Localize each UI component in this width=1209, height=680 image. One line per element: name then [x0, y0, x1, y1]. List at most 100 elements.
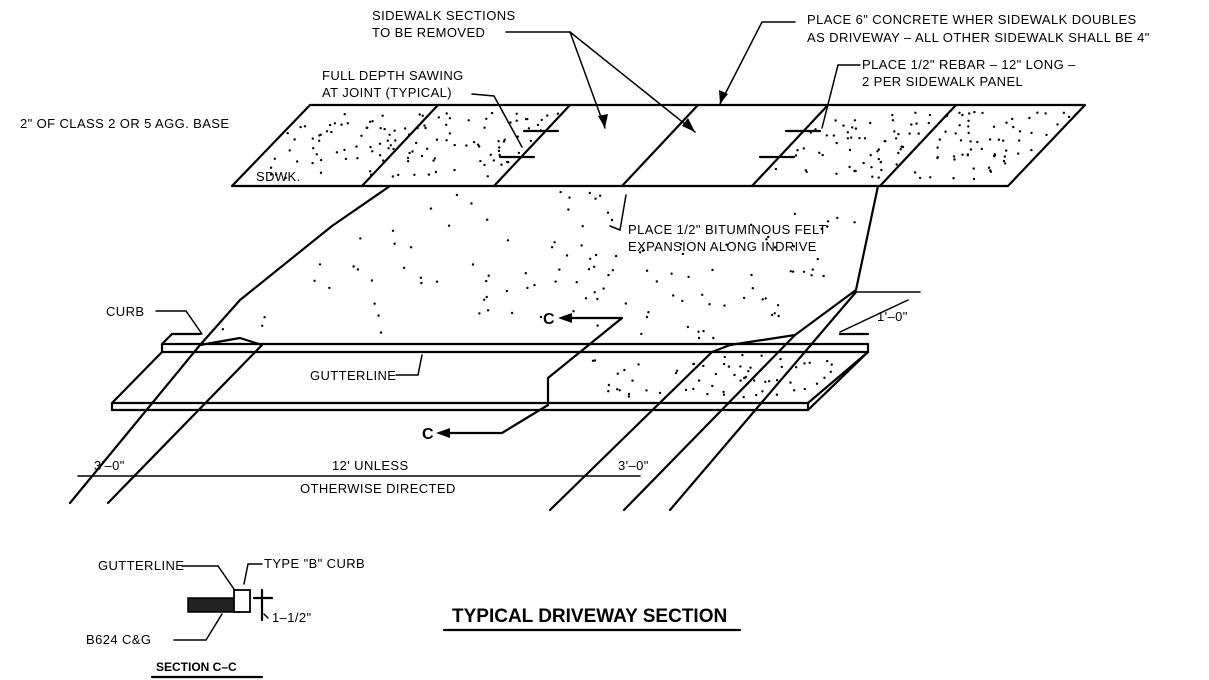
stipple-dot	[319, 171, 323, 174]
stipple-dot	[411, 150, 414, 153]
stipple-dot	[381, 114, 384, 117]
stipple-dot	[325, 130, 329, 133]
stipple-dot	[789, 270, 792, 273]
stipple-dot	[895, 163, 898, 166]
stipple-dot	[318, 263, 322, 266]
stipple-dot	[539, 315, 543, 319]
stipple-dot	[509, 121, 512, 124]
stipple-dot	[780, 365, 783, 369]
stipple-dot	[393, 129, 396, 132]
stipple-dot	[483, 163, 486, 167]
stipple-dot	[796, 149, 799, 152]
stipple-dot	[701, 293, 704, 296]
stipple-dot	[791, 270, 795, 273]
label-curb: CURB	[106, 304, 144, 319]
stipple-dot	[753, 379, 756, 382]
stipple-dot	[377, 314, 380, 317]
label-dim-12-1: 12' UNLESS	[332, 458, 409, 473]
label-dim-3ft-left: 3'–0"	[94, 458, 125, 473]
stipple-dot	[936, 156, 939, 159]
stipple-dot	[413, 173, 416, 176]
stipple-dot	[764, 380, 767, 383]
stipple-dot	[467, 119, 470, 122]
stipple-dot	[846, 137, 850, 140]
stipple-dot	[424, 126, 427, 130]
stipple-dot	[455, 193, 459, 197]
stipple-dot	[645, 269, 649, 272]
stipple-dot	[725, 243, 728, 246]
stipple-dot	[407, 133, 411, 136]
stipple-dot	[802, 147, 805, 150]
stipple-dot	[619, 318, 622, 321]
stipple-dot	[288, 149, 291, 152]
stipple-dot	[869, 121, 872, 125]
stipple-dot	[706, 392, 709, 396]
stipple-dot	[409, 246, 413, 249]
stipple-dot	[959, 139, 963, 142]
stipple-dot	[505, 289, 509, 293]
stipple-dot	[497, 149, 501, 153]
stipple-dot	[802, 270, 806, 273]
stipple-dot	[910, 123, 913, 126]
stipple-dot	[502, 140, 506, 143]
stipple-dot	[967, 125, 970, 128]
stipple-dot	[687, 275, 690, 279]
stipple-dot	[870, 166, 873, 169]
stipple-dot	[445, 123, 448, 127]
stipple-dot	[711, 384, 714, 388]
stipple-dot	[692, 362, 696, 366]
stipple-dot	[594, 253, 598, 257]
label-dim-3ft-right: 3'–0"	[618, 458, 649, 473]
stipple-dot	[526, 286, 529, 290]
stipple-dot	[836, 216, 839, 220]
stipple-dot	[1018, 139, 1021, 142]
stipple-dot	[877, 148, 880, 151]
stipple-dot	[815, 382, 819, 385]
stipple-dot	[967, 119, 970, 123]
label-dim-1ft: 1'–0"	[877, 309, 908, 324]
stipple-dot	[897, 132, 900, 136]
stipple-dot	[485, 295, 488, 299]
stipple-dot	[733, 373, 736, 377]
stipple-dot	[500, 163, 503, 166]
stipple-dot	[976, 140, 979, 144]
stipple-dot	[448, 132, 452, 135]
stipple-dot	[832, 134, 836, 137]
stipple-dot	[435, 280, 439, 283]
stipple-dot	[899, 148, 902, 151]
stipple-dot	[834, 119, 837, 122]
stipple-dot	[483, 298, 486, 301]
stipple-dot	[311, 161, 314, 165]
stipple-dot	[823, 376, 826, 379]
stipple-dot	[387, 147, 390, 150]
stipple-dot	[972, 167, 975, 170]
stipple-dot	[567, 208, 570, 211]
label-removed-1: SIDEWALK SECTIONS	[372, 8, 516, 23]
stipple-dot	[877, 176, 880, 179]
stipple-dot	[655, 280, 658, 283]
stipple-dot	[697, 336, 701, 340]
stipple-dot	[795, 366, 798, 369]
stipple-dot	[742, 296, 746, 300]
stipple-dot	[581, 225, 584, 228]
stipple-dot	[1011, 117, 1014, 121]
stipple-dot	[303, 125, 307, 128]
section-cut-line	[436, 313, 624, 438]
stipple-dot	[1056, 123, 1059, 126]
stipple-dot	[848, 148, 852, 152]
stipple-dot	[1028, 116, 1031, 120]
stipple-dot	[835, 141, 838, 145]
stipple-dot	[379, 331, 383, 334]
stipple-dot	[611, 269, 614, 272]
stipple-dot	[269, 166, 273, 169]
stipple-dot	[437, 116, 440, 119]
stipple-dot	[871, 175, 874, 178]
stipple-dot	[333, 122, 337, 125]
stipple-dot	[221, 328, 225, 331]
stipple-dot	[747, 370, 750, 373]
stipple-dot	[918, 142, 921, 145]
stipple-dot	[352, 265, 355, 268]
stipple-dot	[952, 155, 956, 158]
stipple-dot	[596, 324, 599, 327]
stipple-dot	[1012, 125, 1015, 129]
